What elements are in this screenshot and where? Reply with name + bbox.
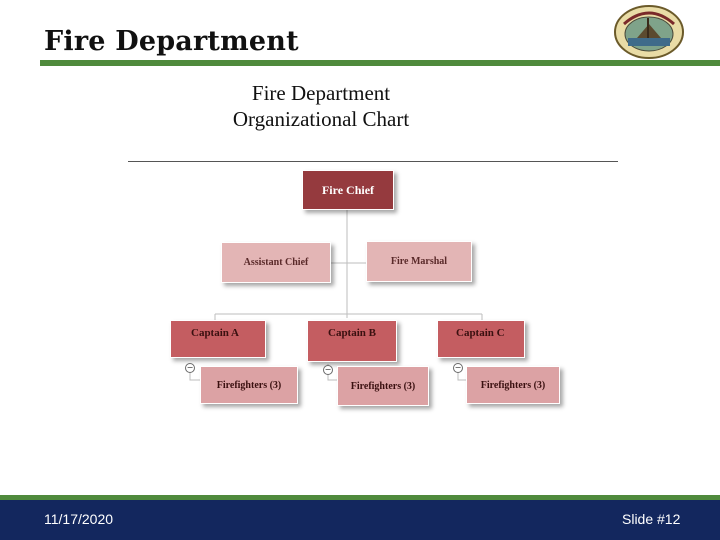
org-node-firefighters-c[interactable]: Firefighters (3) [466,366,560,404]
org-node-label: Firefighters (3) [350,380,416,392]
org-node-captain-c[interactable]: Captain C [437,320,525,358]
org-node-label: Firefighters (3) [216,379,282,391]
collapse-toggle-icon[interactable]: − [453,363,463,373]
org-node-label: Captain A [191,327,239,339]
chart-title-line-2: Organizational Chart [232,107,410,131]
org-node-assistant-chief[interactable]: Assistant Chief [221,242,331,283]
collapse-toggle-icon[interactable]: − [323,365,333,375]
chart-title-underline [128,161,618,162]
org-node-label: Captain B [328,327,376,339]
title-divider [40,60,720,66]
chart-title-line-1: Fire Department [251,81,391,105]
org-node-captain-b[interactable]: Captain B [307,320,397,362]
org-node-firefighters-a[interactable]: Firefighters (3) [200,366,298,404]
org-node-label: Fire Marshal [390,256,448,267]
org-node-fire-marshal[interactable]: Fire Marshal [366,241,472,282]
org-node-label: Fire Chief [321,182,375,197]
footer-accent-bar [0,495,720,500]
org-node-captain-a[interactable]: Captain A [170,320,266,358]
slide-number: Slide #12 [622,511,681,527]
org-node-fire-chief[interactable]: Fire Chief [302,170,394,210]
org-node-label: Assistant Chief [243,257,309,268]
footer-date: 11/17/2020 [44,511,114,527]
org-node-label: Firefighters (3) [480,379,546,391]
chart-title: Fire Department Organizational Chart [160,80,482,132]
collapse-toggle-icon[interactable]: − [185,363,195,373]
org-node-firefighters-b[interactable]: Firefighters (3) [337,366,429,406]
footer-bar [0,500,720,540]
org-node-label: Captain C [456,327,505,339]
city-seal-logo [614,5,684,59]
slide-title: Fire Department [44,26,299,57]
